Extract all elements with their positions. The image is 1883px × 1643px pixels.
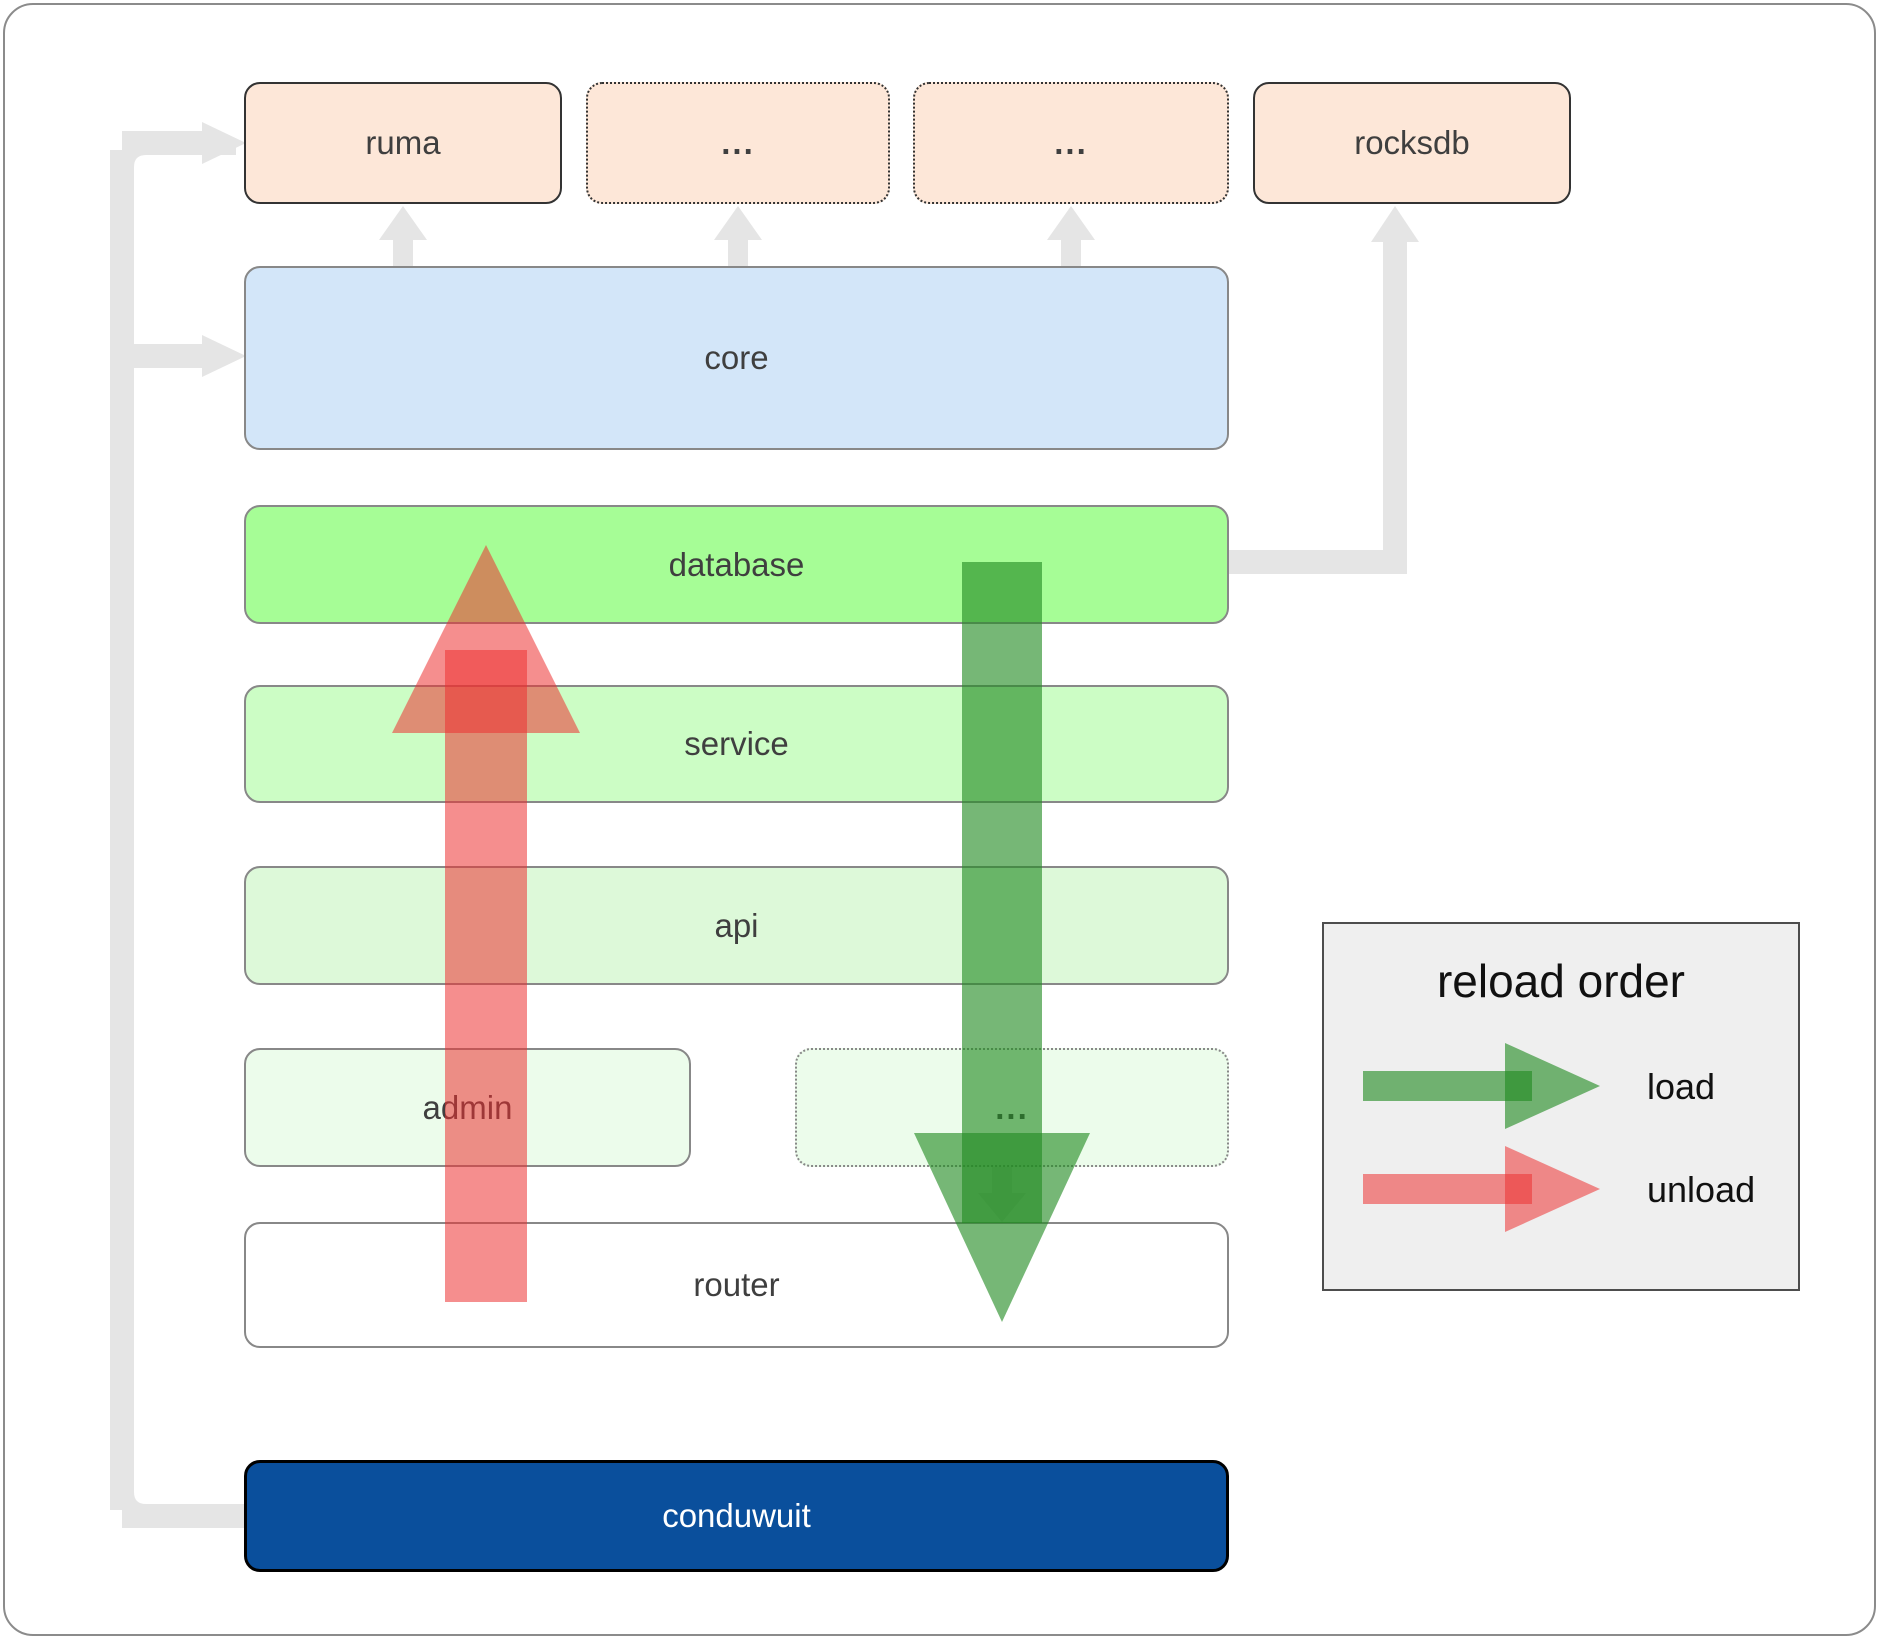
node-admin-label: admin [422,1088,513,1126]
node-api-label: api [714,906,759,944]
node-api: api [244,866,1229,985]
node-extra3: ... [795,1048,1229,1167]
legend-label-unload: unload [1647,1169,1756,1210]
node-router: router [244,1222,1229,1348]
node-core-label: core [704,339,769,376]
node-extra3-label: ... [995,1088,1029,1126]
node-ruma-label: ruma [365,124,441,161]
node-rocksdb: rocksdb [1253,82,1571,204]
node-database-label: database [668,545,805,583]
node-extra2: ... [913,82,1229,204]
node-rocksdb-label: rocksdb [1354,124,1470,161]
node-conduwuit: conduwuit [244,1460,1229,1572]
node-database: database [244,505,1229,624]
node-router-label: router [693,1266,780,1303]
node-conduwuit-label: conduwuit [662,1497,811,1534]
node-core: core [244,266,1229,450]
node-service: service [244,685,1229,803]
node-service-label: service [684,725,789,762]
node-ruma: ruma [244,82,562,204]
diagram-frame [3,3,1876,1636]
legend-title: reload order [1436,955,1686,1007]
node-extra2-label: ... [1054,124,1088,161]
node-extra1: ... [586,82,890,204]
node-admin: admin [244,1048,691,1167]
legend-box: reload order load unload [1322,922,1800,1291]
legend-label-load: load [1647,1066,1716,1107]
node-extra1-label: ... [721,124,755,161]
